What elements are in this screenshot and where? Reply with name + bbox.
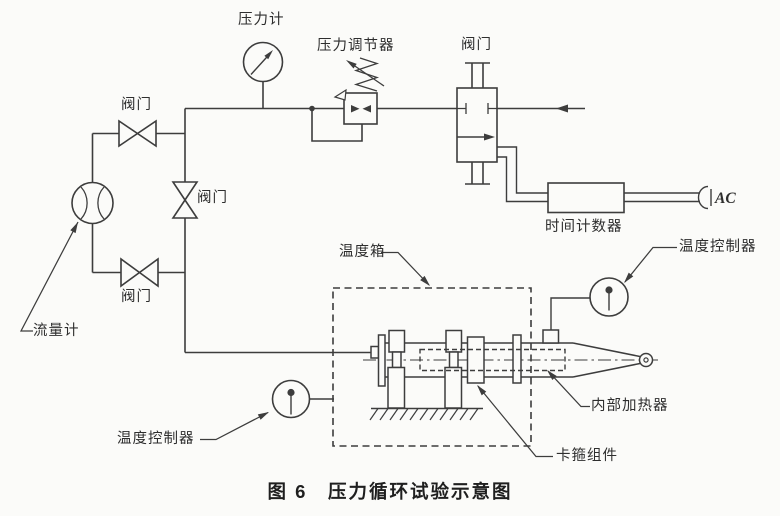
temperature-controller-left-symbol	[271, 379, 311, 419]
gauge-needle-arrow	[264, 50, 273, 60]
clamp-support-2	[444, 329, 463, 409]
label-valve-outlet: 阀门	[461, 37, 492, 53]
ground-hatching	[369, 407, 483, 421]
valve-middle-symbol	[171, 181, 199, 219]
flow-direction-arrow	[556, 104, 568, 113]
figure-caption: 图 6 压力循环试验示意图	[267, 481, 513, 502]
label-pressure-regulator: 压力调节器	[317, 38, 395, 54]
label-valve-middle: 阀门	[197, 190, 228, 206]
pressure-gauge-symbol	[242, 41, 284, 83]
specimen-assembly	[363, 329, 659, 421]
valve-bottom-symbol	[120, 257, 159, 288]
clamp-flange-thin	[512, 334, 522, 384]
label-temperature-chamber: 温度箱	[339, 244, 386, 260]
label-clamp-assembly: 卡箍组件	[556, 448, 618, 464]
flow-meter-symbol	[71, 181, 114, 225]
label-temperature-controller-right: 温度控制器	[679, 239, 757, 255]
label-valve-top-left: 阀门	[121, 97, 152, 113]
valve-top-left-symbol	[118, 119, 157, 148]
label-temperature-controller-left: 温度控制器	[117, 431, 195, 447]
leader-lines	[19, 221, 677, 458]
temperature-controller-right-symbol	[589, 277, 629, 317]
regulator-vent-triangle	[333, 88, 347, 101]
nozzle-cone	[572, 342, 654, 378]
label-valve-bottom: 阀门	[121, 289, 152, 305]
regulator-adjust-arrow	[346, 60, 357, 69]
temperature-chamber-box	[332, 287, 532, 447]
label-time-counter: 时间计数器	[545, 219, 623, 235]
clamp-flange-thick	[466, 336, 485, 384]
thermocouple-box	[542, 329, 560, 344]
label-internal-heater: 内部加热器	[591, 398, 669, 414]
label-pressure-gauge: 压力计	[238, 12, 285, 28]
inlet-connector	[370, 345, 380, 359]
leader-temperature-chamber	[381, 251, 430, 286]
pipe-lines	[91, 81, 590, 400]
leader-temperature-controller-left	[200, 411, 269, 441]
label-ac-power: AC	[715, 190, 736, 207]
leader-flow-meter	[19, 221, 79, 332]
internal-heater-outline	[419, 348, 566, 372]
leader-temperature-controller-right	[624, 246, 677, 283]
counter-duct-lines	[497, 146, 548, 203]
outlet-valve-symbol	[456, 62, 498, 185]
ac-connector	[697, 185, 712, 210]
pressure-regulator-symbol	[333, 57, 385, 125]
label-flow-meter: 流量计	[33, 323, 80, 339]
clamp-support-1	[387, 329, 406, 409]
end-flange	[377, 334, 386, 387]
pipe-junction-dot	[309, 105, 315, 112]
leader-internal-heater	[547, 370, 590, 408]
leader-clamp-assembly	[477, 385, 553, 458]
time-counter-box	[547, 182, 700, 214]
